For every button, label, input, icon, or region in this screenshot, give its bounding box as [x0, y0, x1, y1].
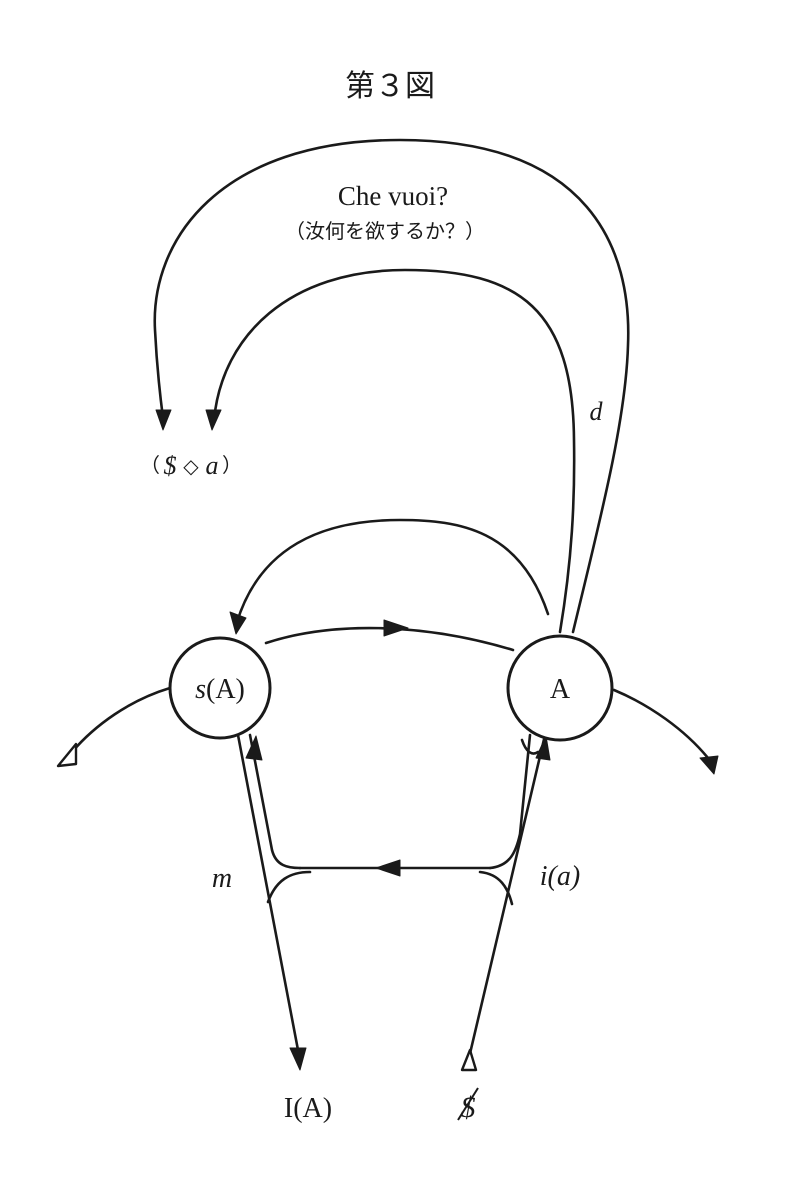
- fantasy-diamond: ◇: [183, 454, 199, 478]
- subject-tail-triangle: [460, 1048, 478, 1072]
- node-sa-rest: (A): [206, 674, 245, 705]
- fantasy-subject: $: [164, 451, 177, 480]
- sa-to-ideal-line-inner: [248, 733, 302, 870]
- subject-to-a-line-outer: [466, 733, 547, 1064]
- barred-subject-strike: [457, 1087, 479, 1121]
- desire-d-arc: [212, 268, 576, 634]
- node-other-label: A: [550, 674, 571, 705]
- ideal-arrowhead: [289, 1047, 307, 1071]
- right-signifier-vector: [612, 688, 710, 760]
- lower-right-join: [478, 870, 514, 906]
- ideal-label: I(A): [284, 1093, 332, 1124]
- fantasy-object: a: [206, 451, 219, 480]
- figure-title: 第３図: [345, 69, 435, 104]
- demand-label: d: [590, 397, 604, 426]
- a-inner-notch: [520, 738, 540, 755]
- che-vuoi-label: Che vuoi?: [338, 181, 448, 211]
- message-label: m: [212, 863, 232, 894]
- fantasy-close-paren: ）: [222, 453, 242, 477]
- inner-arc-arrowhead: [205, 409, 222, 431]
- outer-arc-arrowhead: [155, 409, 172, 431]
- node-other: A: [506, 634, 614, 742]
- a-to-sa-upper-arc: [235, 518, 550, 624]
- up-arrowhead-right: [535, 735, 551, 761]
- sa-to-a-chord: [264, 626, 515, 652]
- horizontal-arrowhead: [375, 859, 401, 877]
- sa-to-ideal-line-outer: [236, 733, 300, 1052]
- chord-arrowhead: [383, 619, 409, 637]
- svg-text:s(A): s(A): [195, 674, 245, 705]
- left-signifier-vector: [70, 686, 172, 754]
- left-tail-triangle: [56, 742, 78, 768]
- right-arrowhead: [699, 755, 719, 775]
- upper-arc-arrowhead: [229, 611, 247, 635]
- fantasy-formula: （ $ ◇ a ）: [140, 451, 242, 480]
- fantasy-open-paren: （: [140, 453, 160, 477]
- up-arrowhead-left: [245, 735, 263, 761]
- lower-left-join: [266, 870, 312, 904]
- image-label: i(a): [540, 861, 580, 892]
- subject-to-a-line-inner: [488, 733, 532, 870]
- node-signified-of-other: s(A): [168, 636, 272, 740]
- che-vuoi-outer-arc: [153, 138, 630, 634]
- che-vuoi-translation: （汝何を欲するか？）: [285, 219, 485, 243]
- node-sa-italic-s: s: [195, 674, 206, 705]
